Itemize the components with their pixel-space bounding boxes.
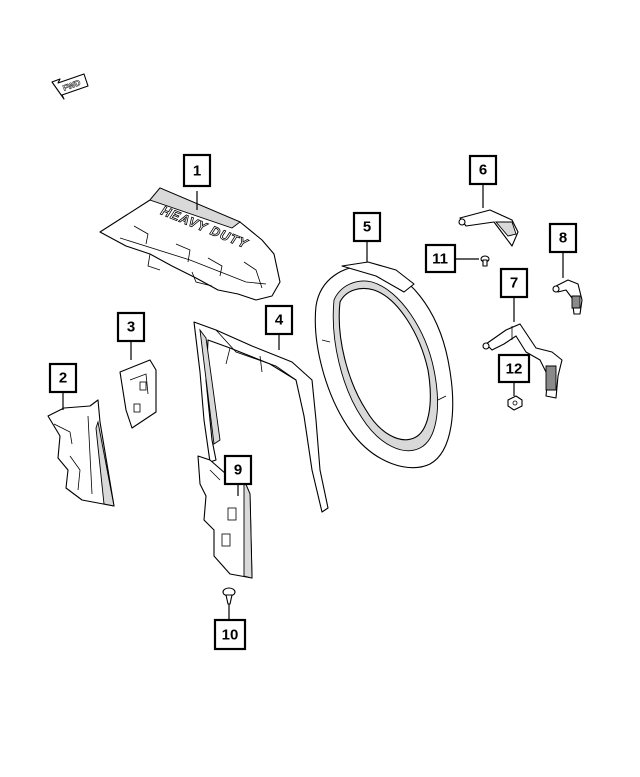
callout-5: 5 [352, 211, 382, 243]
callout-2: 2 [48, 362, 78, 394]
small-side-panel-part[interactable] [119, 359, 157, 429]
callout-6: 6 [468, 154, 498, 186]
callout-label: 8 [559, 230, 567, 247]
callout-label: 5 [363, 219, 371, 236]
left-side-panel-part[interactable] [47, 399, 115, 507]
push-pin-part[interactable] [222, 587, 236, 605]
forward-arrow-icon: FWD [51, 73, 89, 100]
callout-10: 10 [213, 618, 247, 651]
callout-3: 3 [116, 311, 146, 343]
clip-8-part[interactable] [552, 279, 583, 315]
callout-12: 12 [497, 353, 531, 384]
fan-shroud-frame-part[interactable] [193, 321, 329, 513]
bolt-part[interactable] [480, 255, 490, 267]
bracket-7-part[interactable] [482, 323, 563, 399]
callout-label: 6 [479, 162, 487, 179]
fan-ring-shroud-part[interactable] [314, 261, 454, 469]
callout-label: 2 [59, 370, 67, 387]
callout-label: 11 [432, 251, 448, 268]
callout-label: 4 [275, 312, 284, 329]
bracket-6-part[interactable] [458, 209, 519, 247]
callout-9: 9 [223, 454, 253, 486]
callout-7: 7 [499, 267, 529, 299]
callout-label: 9 [234, 462, 242, 479]
upper-shroud-part[interactable]: HEAVY DUTY [99, 187, 281, 301]
callout-4: 4 [264, 304, 294, 336]
callout-label: 7 [510, 275, 518, 292]
callout-label: 10 [222, 627, 239, 644]
callout-label: 3 [127, 319, 135, 336]
callout-8: 8 [548, 222, 578, 254]
callout-label: 12 [506, 361, 523, 378]
callout-label: 1 [193, 163, 201, 180]
callout-11: 11 [424, 243, 457, 274]
nut-part[interactable] [507, 395, 523, 411]
callout-1: 1 [182, 153, 212, 188]
